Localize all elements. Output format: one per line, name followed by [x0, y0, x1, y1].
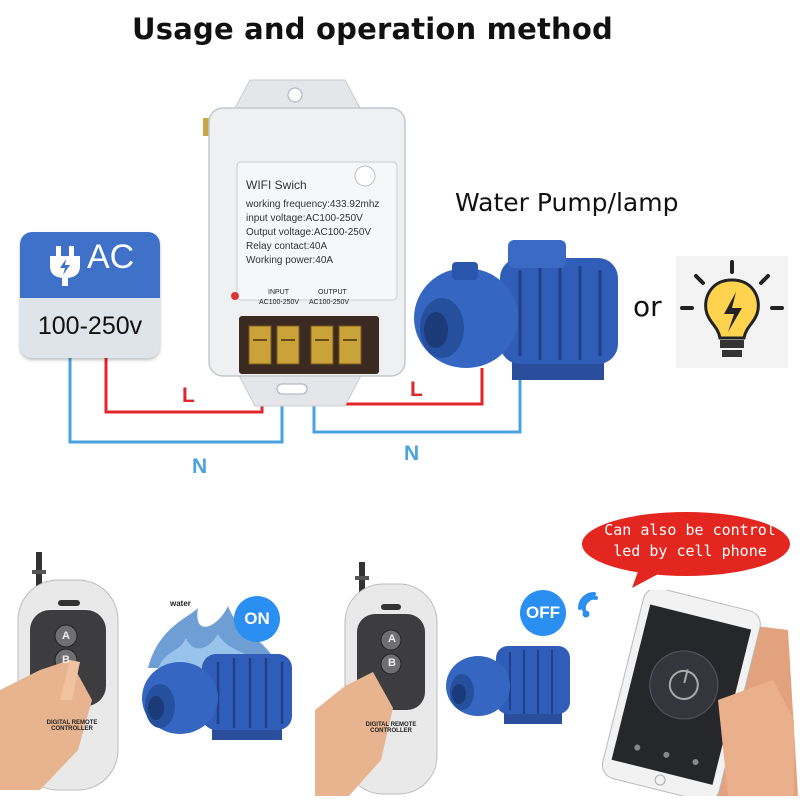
- ac-label: AC: [87, 238, 135, 276]
- bubble-line-1: Can also be control: [604, 521, 776, 539]
- spec-relay-contact: Relay contact:40A: [246, 241, 328, 252]
- ac-header: [20, 232, 160, 298]
- spec-frequency: working frequency:433.92mhz: [246, 199, 380, 210]
- speech-bubble-text: Can also be control led by cell phone: [590, 520, 790, 562]
- device-specs: working frequency:433.92mhz input voltag…: [246, 198, 379, 268]
- speech-bubble: [582, 512, 790, 588]
- output-range: AC100-250V: [309, 299, 350, 306]
- on-status-badge: ON: [234, 596, 280, 642]
- remote1-brand: DIGITAL REMOTE CONTROLLER: [46, 720, 98, 732]
- remote-control-2: [315, 562, 438, 796]
- spec-output-voltage: Output voltage:AC100-250V: [246, 227, 372, 238]
- smartphone: [601, 590, 798, 796]
- device-name: WIFI Swich: [246, 178, 307, 192]
- neutral-label-right: N: [404, 442, 420, 465]
- input-label: INPUT: [268, 289, 289, 296]
- output-label: OUTPUT: [318, 289, 347, 296]
- spec-input-voltage: input voltage:AC100-250V: [246, 213, 363, 224]
- remote-control-1: [0, 552, 119, 791]
- neutral-label-left: N: [192, 455, 208, 478]
- off-status-badge: OFF: [520, 590, 566, 636]
- water-pump-large: [414, 240, 618, 380]
- remote1-button-a[interactable]: A: [62, 630, 70, 642]
- water-pump-on: [142, 654, 292, 740]
- ac-power-source: AC 100-250v: [20, 232, 160, 358]
- remote2-brand: DIGITAL REMOTE CONTROLLER: [365, 722, 417, 734]
- live-label-right: L: [410, 378, 423, 401]
- or-label: or: [633, 290, 662, 323]
- load-label: Water Pump/lamp: [455, 188, 679, 217]
- plug-icon: [50, 246, 80, 286]
- wifi-icon: [578, 592, 598, 618]
- spec-working-power: Working power:40A: [246, 255, 334, 266]
- ac-voltage-range: 100-250v: [37, 312, 143, 340]
- remote1-button-b[interactable]: B: [62, 654, 70, 666]
- live-label-left: L: [182, 384, 195, 407]
- remote2-button-a[interactable]: A: [388, 633, 396, 645]
- water-pump-off: [446, 646, 570, 724]
- input-range: AC100-250V: [259, 299, 300, 306]
- water-label: water: [170, 599, 191, 608]
- remote2-button-b[interactable]: B: [388, 657, 396, 669]
- lightbulb-icon: [676, 256, 788, 368]
- bubble-line-2: led by cell phone: [613, 542, 767, 560]
- wifi-switch-device: [203, 79, 406, 407]
- page-title: Usage and operation method: [132, 12, 613, 46]
